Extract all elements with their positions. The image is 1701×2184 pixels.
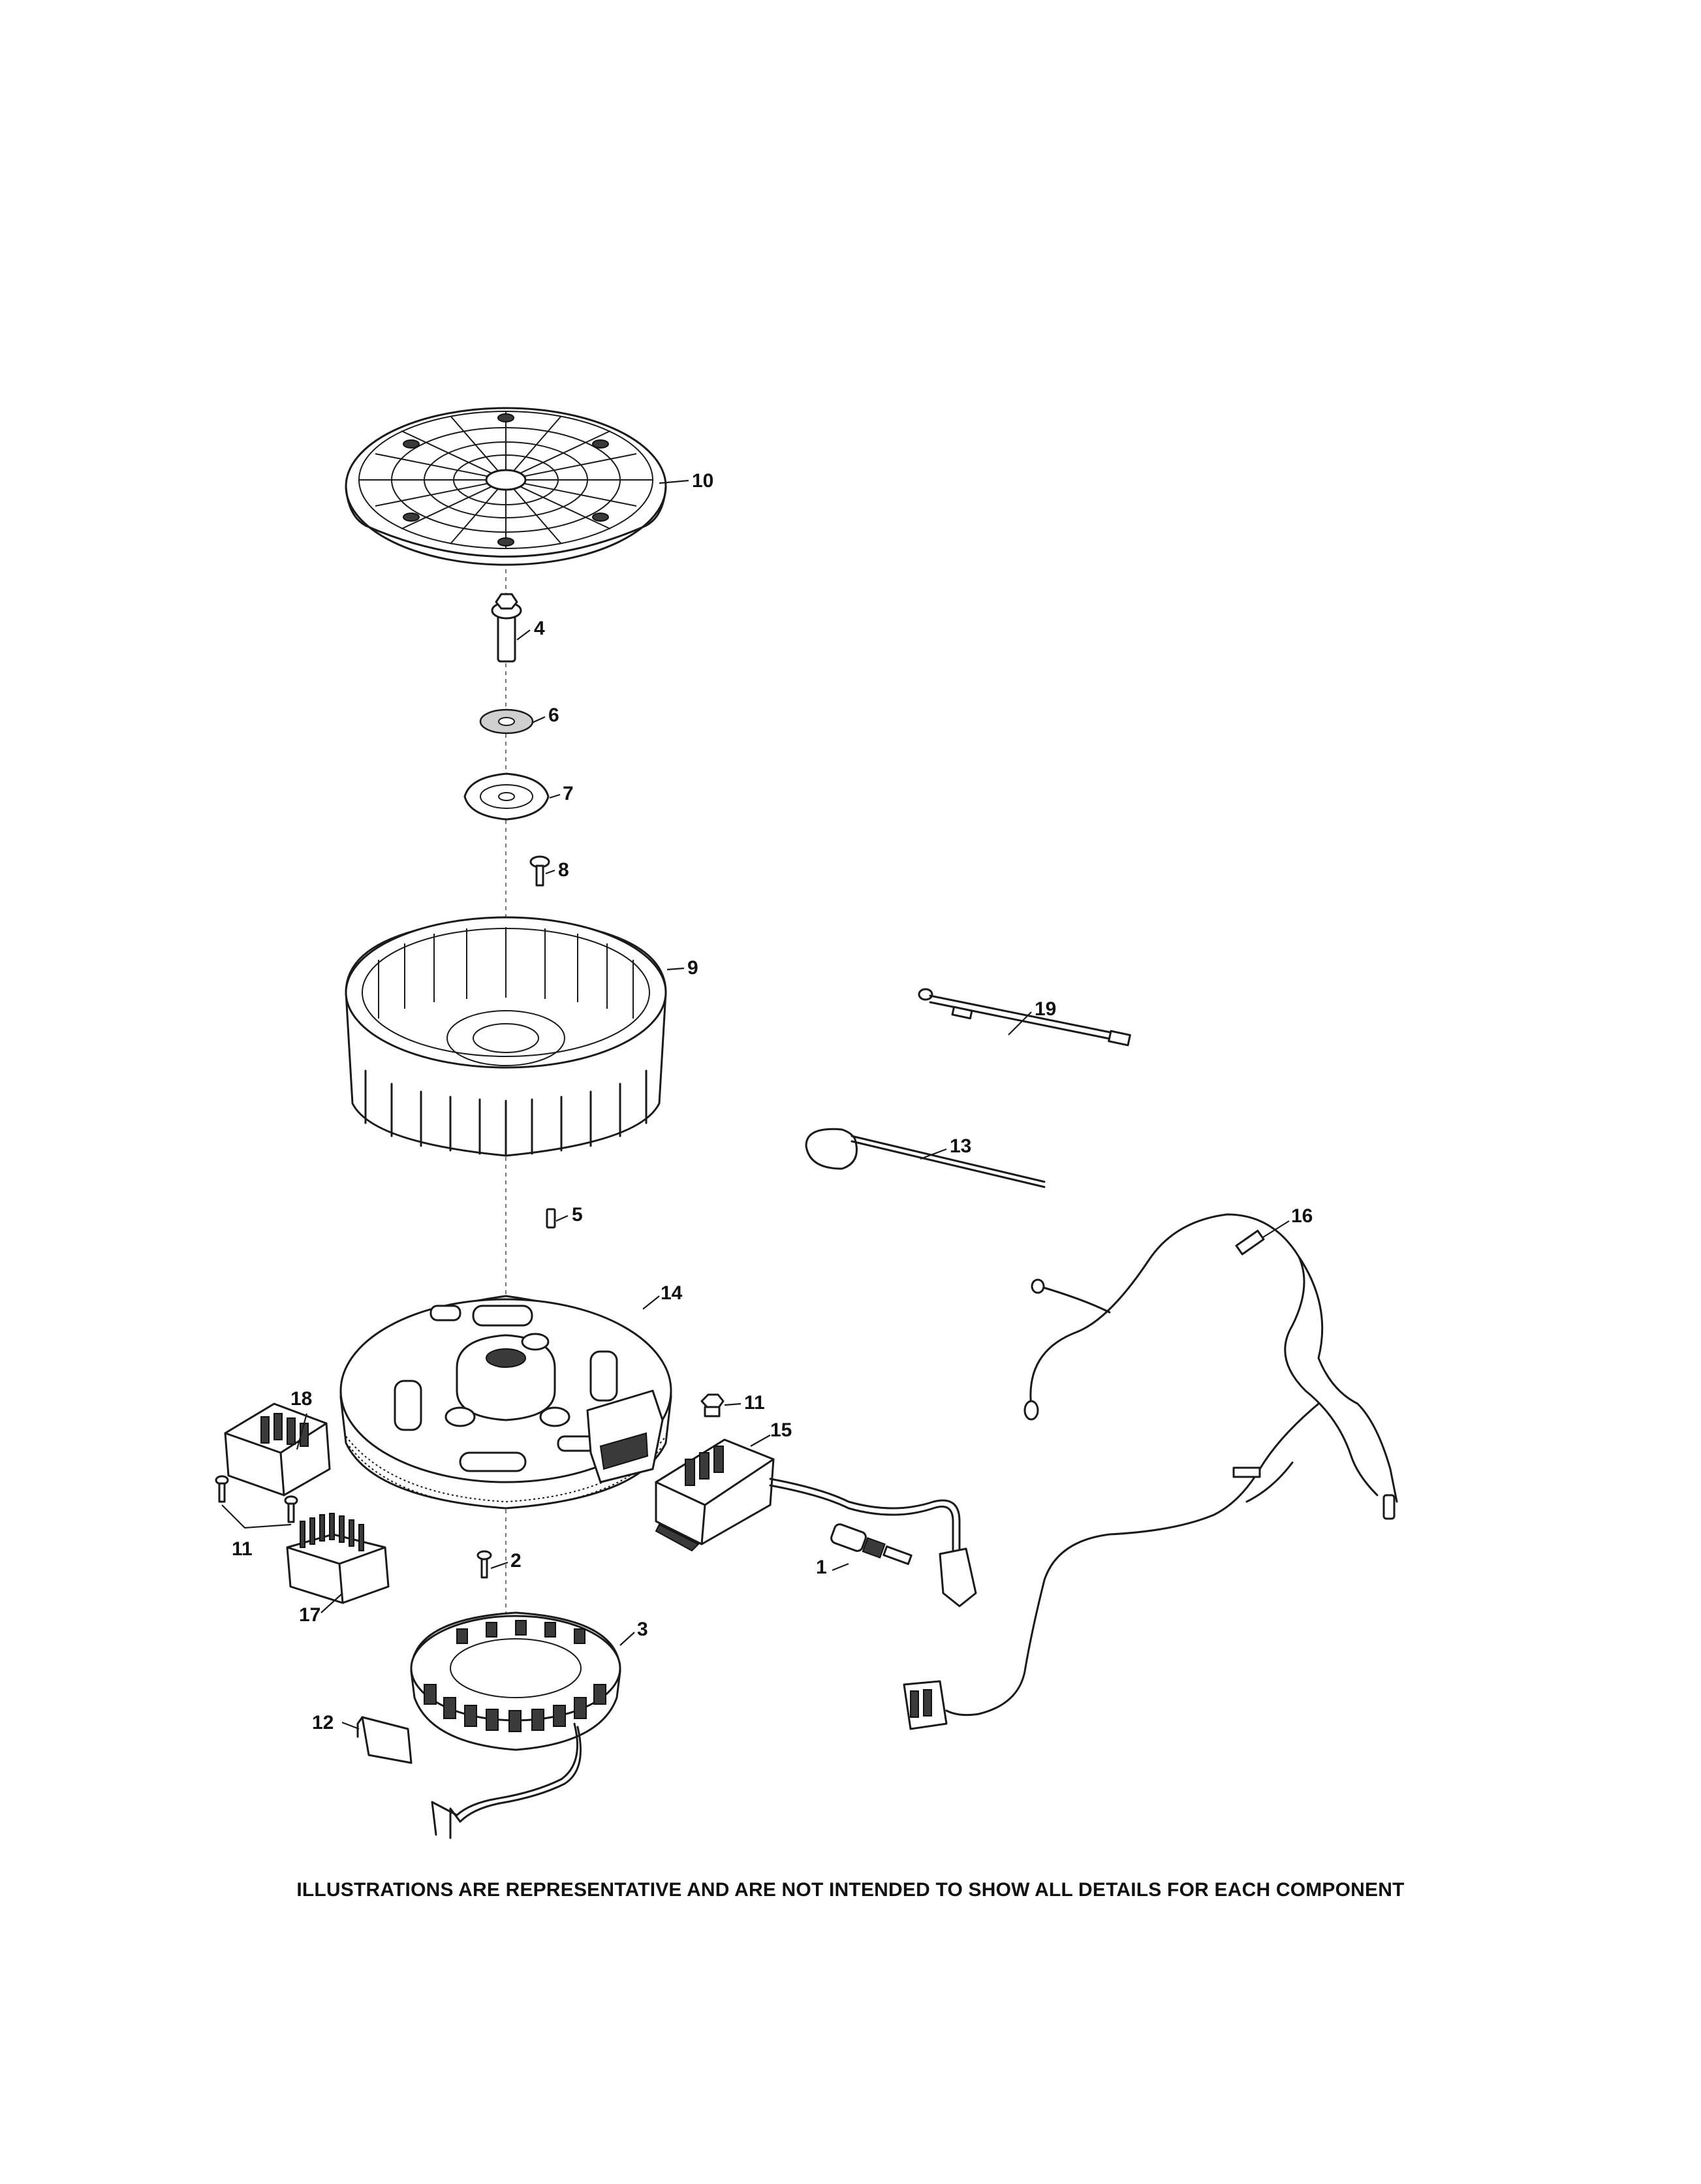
callout-7: 7	[563, 783, 574, 804]
callout-15: 15	[770, 1419, 792, 1441]
callout-11-upper: 11	[744, 1392, 765, 1414]
part-8-screw	[529, 855, 550, 887]
part-18-regulator	[224, 1402, 331, 1496]
leader-lines	[221, 479, 1290, 1730]
part-14-flywheel	[339, 1295, 672, 1510]
part-3-stator	[410, 1611, 621, 1839]
callout-1: 1	[816, 1557, 827, 1578]
callout-19: 19	[1035, 998, 1056, 1020]
callout-18: 18	[290, 1388, 312, 1410]
part-15-ignition-module	[655, 1438, 977, 1607]
callout-14: 14	[661, 1282, 683, 1304]
callout-5: 5	[572, 1204, 583, 1226]
part-7-fan-retainer	[463, 772, 550, 821]
callout-16: 16	[1291, 1205, 1313, 1227]
callout-12: 12	[312, 1712, 334, 1733]
callout-6: 6	[548, 704, 559, 726]
part-6-washer	[479, 708, 534, 735]
callout-11-lower: 11	[232, 1538, 253, 1560]
callout-8: 8	[558, 859, 569, 881]
part-4-flywheel-bolt	[491, 593, 522, 663]
callout-4: 4	[534, 618, 545, 639]
part-17-terminal-block	[286, 1513, 390, 1604]
part-19-ground-wire	[918, 988, 1131, 1047]
callout-13: 13	[950, 1135, 971, 1157]
callout-17: 17	[299, 1604, 320, 1626]
part-2-screw	[476, 1550, 492, 1579]
callout-10: 10	[692, 470, 713, 492]
callout-2: 2	[510, 1550, 522, 1572]
callout-labels: 10 4 6 7 8 9 5 14 11 15 18 11 2 1 17 3 1…	[232, 470, 1313, 1733]
part-9-fan	[345, 916, 667, 1157]
part-16-wiring-harness	[903, 1213, 1398, 1730]
part-5-key	[546, 1208, 556, 1229]
callout-9: 9	[687, 957, 698, 979]
part-10-blower-screen	[345, 407, 667, 566]
disclaimer-note: ILLUSTRATIONS ARE REPRESENTATIVE AND ARE…	[296, 1879, 1405, 1901]
part-1-spark-plug	[830, 1523, 913, 1565]
part-11-screws-lower	[215, 1475, 298, 1523]
part-11-bolt-upper	[700, 1393, 725, 1417]
part-12-bracket	[356, 1716, 413, 1764]
part-13-cable-tie	[805, 1128, 1046, 1188]
callout-3: 3	[637, 1619, 648, 1640]
